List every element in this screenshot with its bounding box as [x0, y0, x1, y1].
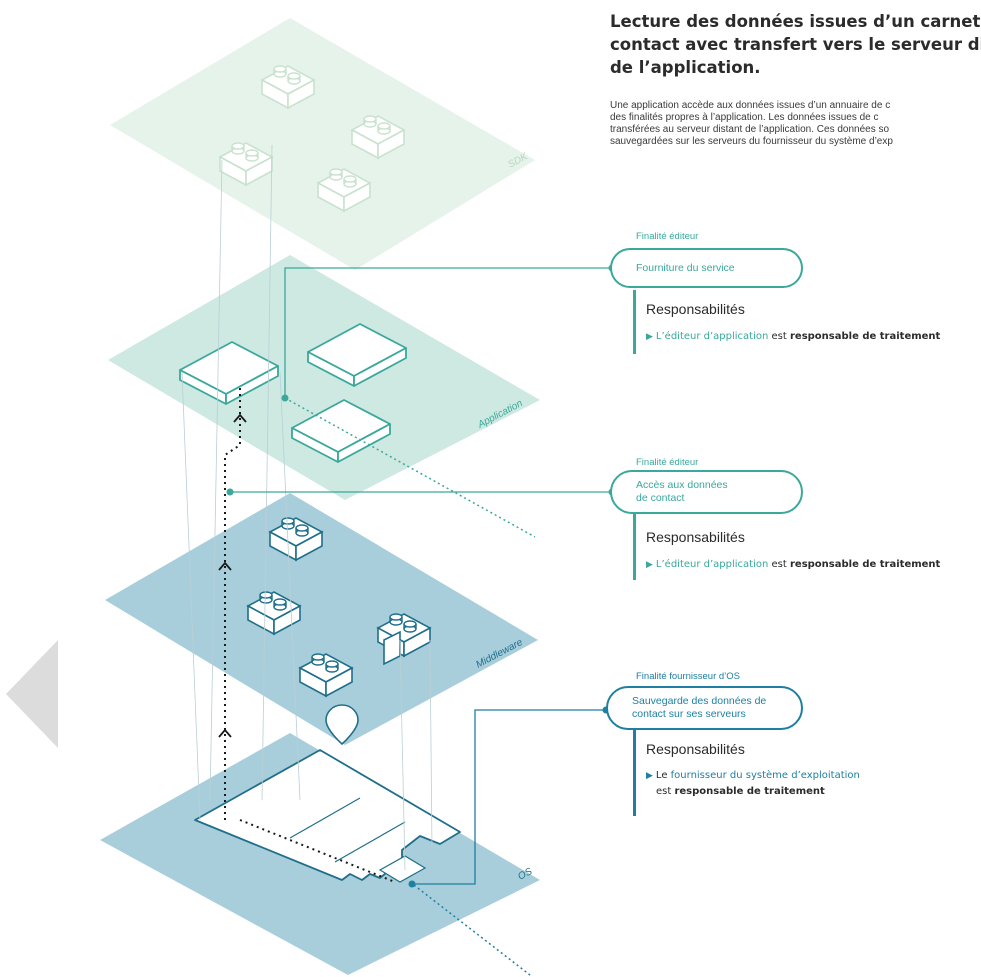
- responsibility-verb: est: [768, 331, 790, 342]
- purpose-pill: Fourniture du service: [610, 248, 803, 288]
- intro-line: sauvegardées sur les serveurs du fournis…: [610, 136, 893, 147]
- triangle-icon: ▶: [646, 560, 653, 570]
- responsibility-line: ▶Le fournisseur du système d’exploitatio…: [646, 769, 860, 783]
- purpose-pill: Accès aux données de contact: [610, 470, 803, 514]
- location-pin-icon: [325, 704, 359, 746]
- data-flow-path: [224, 385, 396, 883]
- purpose-pill: Sauvegarde des données de contact sur se…: [606, 686, 803, 730]
- triangle-icon: ▶: [646, 332, 653, 342]
- intro-line: Une application accède aux données issue…: [610, 100, 891, 111]
- responsibility-line: ▶L’éditeur d’application est responsable…: [646, 558, 940, 572]
- responsibility-title: Responsabilités: [646, 529, 745, 545]
- intro-line: transférées au serveur distant de l’appl…: [610, 124, 890, 135]
- pill-label: Sauvegarde des données de: [632, 695, 767, 707]
- title-line: Lecture des données issues d’un carnet d: [610, 12, 981, 31]
- pill-label: Accès aux données: [636, 479, 728, 491]
- responsibility-actor: fournisseur du système d’exploitation: [670, 770, 860, 781]
- flow-arrow-icon: [218, 728, 232, 738]
- triangle-icon: ▶: [646, 771, 653, 781]
- responsibility-actor: L’éditeur d’application: [655, 559, 769, 570]
- responsibility-line: est responsable de traitement: [656, 785, 825, 799]
- intro-line: des finalités propres à l’application. L…: [610, 112, 879, 123]
- responsibility-title: Responsabilités: [646, 301, 745, 317]
- purpose-tag: Finalité éditeur: [636, 231, 699, 242]
- application-plane: [108, 255, 540, 500]
- projection-lines: [181, 144, 433, 871]
- responsibility-role: responsable de traitement: [674, 786, 825, 797]
- pill-label: Fourniture du service: [636, 261, 735, 274]
- responsibility-line: ▶L’éditeur d’application est responsable…: [646, 330, 940, 344]
- responsibility-bar: [633, 730, 636, 816]
- flow-arrow-icon: [218, 561, 232, 571]
- pill-label: contact sur ses serveurs: [632, 708, 746, 720]
- responsibility-role: responsable de traitement: [789, 331, 941, 342]
- flow-arrow-icon: [233, 413, 247, 423]
- responsibility-bar: [633, 514, 636, 580]
- responsibility-verb: est: [768, 559, 790, 570]
- purpose-tag: Finalité éditeur: [636, 457, 699, 468]
- responsibility-verb: est: [656, 786, 675, 797]
- responsibility-prefix: Le: [655, 770, 671, 781]
- responsibility-bar: [633, 290, 636, 354]
- middleware-plane: [105, 493, 538, 745]
- sdk-plane: [110, 18, 535, 270]
- title-line: contact avec transfert vers le serveur d…: [610, 35, 981, 54]
- intro-paragraph: Une application accède aux données issue…: [610, 100, 981, 148]
- back-arrow-icon[interactable]: [6, 640, 58, 748]
- responsibility-role: responsable de traitement: [789, 559, 941, 570]
- responsibility-title: Responsabilités: [646, 741, 745, 757]
- title-line: de l’application.: [610, 58, 761, 77]
- pill-label: de contact: [636, 492, 685, 504]
- responsibility-actor: L’éditeur d’application: [655, 331, 769, 342]
- page-title: Lecture des données issues d’un carnet d…: [610, 10, 981, 79]
- purpose-tag: Finalité fournisseur d’OS: [636, 671, 741, 682]
